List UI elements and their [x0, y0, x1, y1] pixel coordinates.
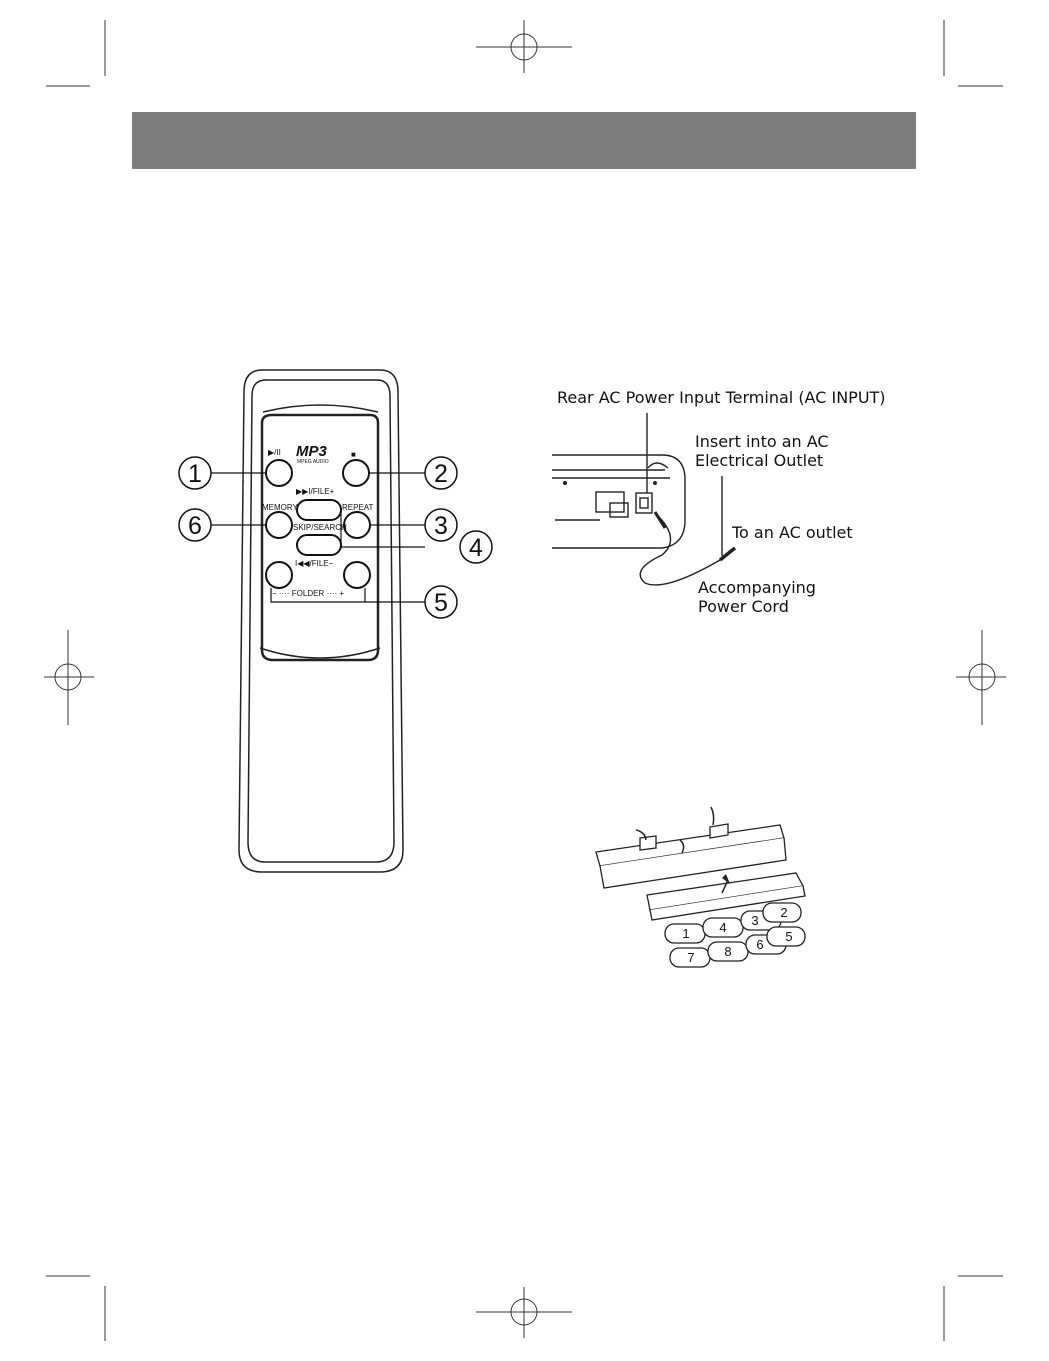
battery-number-label: 2: [780, 905, 787, 920]
battery-number-label: 7: [687, 950, 694, 965]
battery-number-label: 3: [751, 913, 758, 928]
battery-number-label: 5: [785, 929, 792, 944]
battery-number-label: 6: [756, 937, 763, 952]
battery-number-label: 4: [719, 920, 726, 935]
battery-number-label: 8: [724, 944, 731, 959]
battery-number-label: 1: [682, 926, 689, 941]
